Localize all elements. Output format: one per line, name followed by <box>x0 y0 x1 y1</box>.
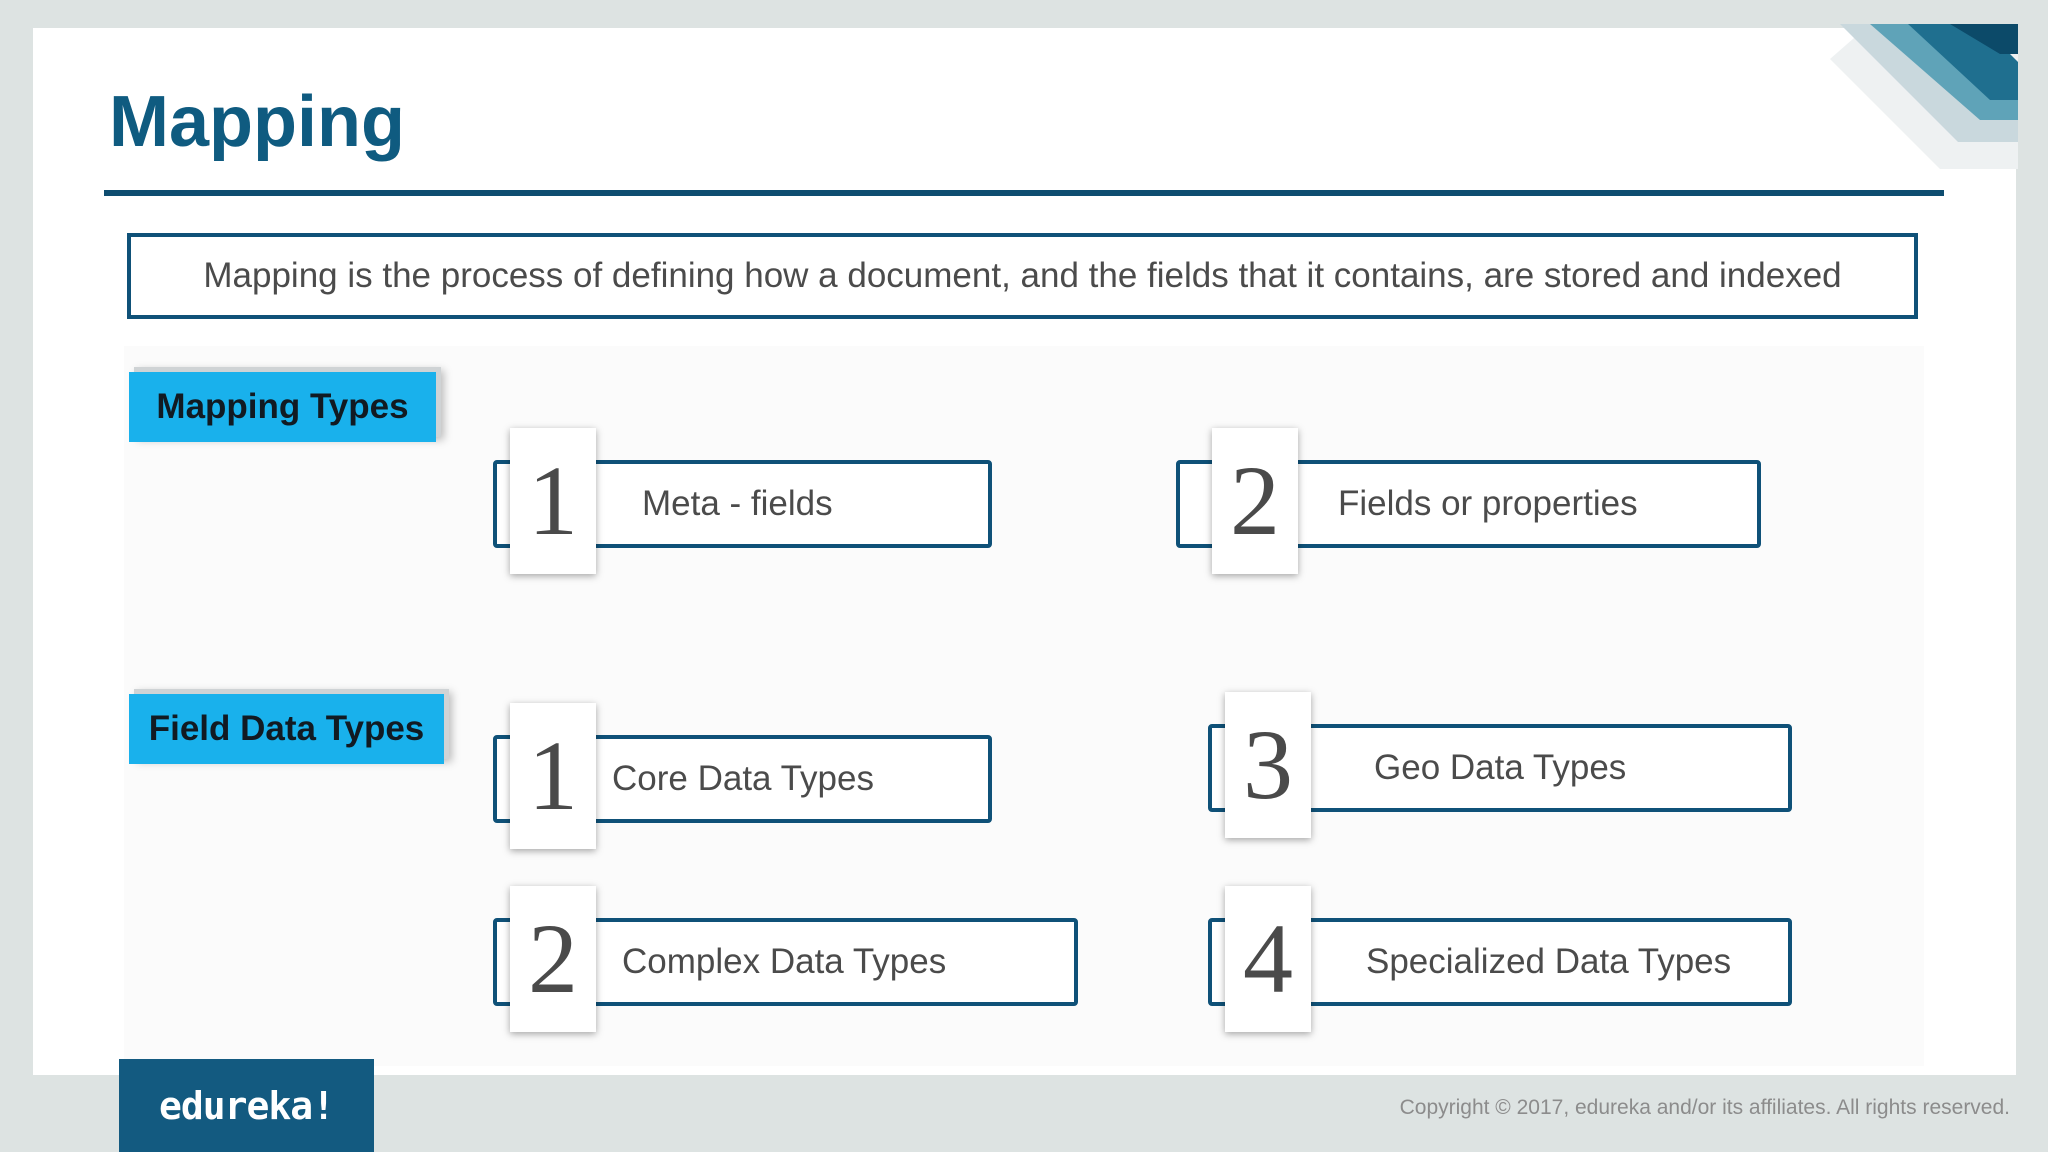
definition-box: Mapping is the process of defining how a… <box>127 233 1918 319</box>
page-title: Mapping <box>109 82 405 162</box>
number-card: 2 <box>1212 428 1298 574</box>
mapping-types-label: Mapping Types <box>129 372 436 442</box>
number-card: 3 <box>1225 692 1311 838</box>
number-card: 1 <box>510 703 596 849</box>
mapping-types-label-text: Mapping Types <box>156 387 409 426</box>
item-label: Meta - fields <box>642 484 833 523</box>
number-card: 1 <box>510 428 596 574</box>
title-divider <box>104 190 1944 196</box>
corner-stripes-decoration <box>1830 24 2018 169</box>
number-card: 2 <box>510 886 596 1032</box>
item-label: Specialized Data Types <box>1366 942 1732 981</box>
logo-text: edureka! <box>158 1083 335 1128</box>
field-data-types-label: Field Data Types <box>129 694 444 764</box>
item-label: Geo Data Types <box>1374 748 1627 787</box>
item-label: Core Data Types <box>612 759 874 798</box>
number-card: 4 <box>1225 886 1311 1032</box>
edureka-logo: edureka! <box>119 1059 374 1152</box>
definition-text: Mapping is the process of defining how a… <box>203 256 1842 295</box>
field-data-types-label-text: Field Data Types <box>148 709 425 748</box>
item-label: Fields or properties <box>1338 484 1638 523</box>
item-label: Complex Data Types <box>622 942 947 981</box>
copyright-notice: Copyright © 2017, edureka and/or its aff… <box>1399 1096 2010 1119</box>
